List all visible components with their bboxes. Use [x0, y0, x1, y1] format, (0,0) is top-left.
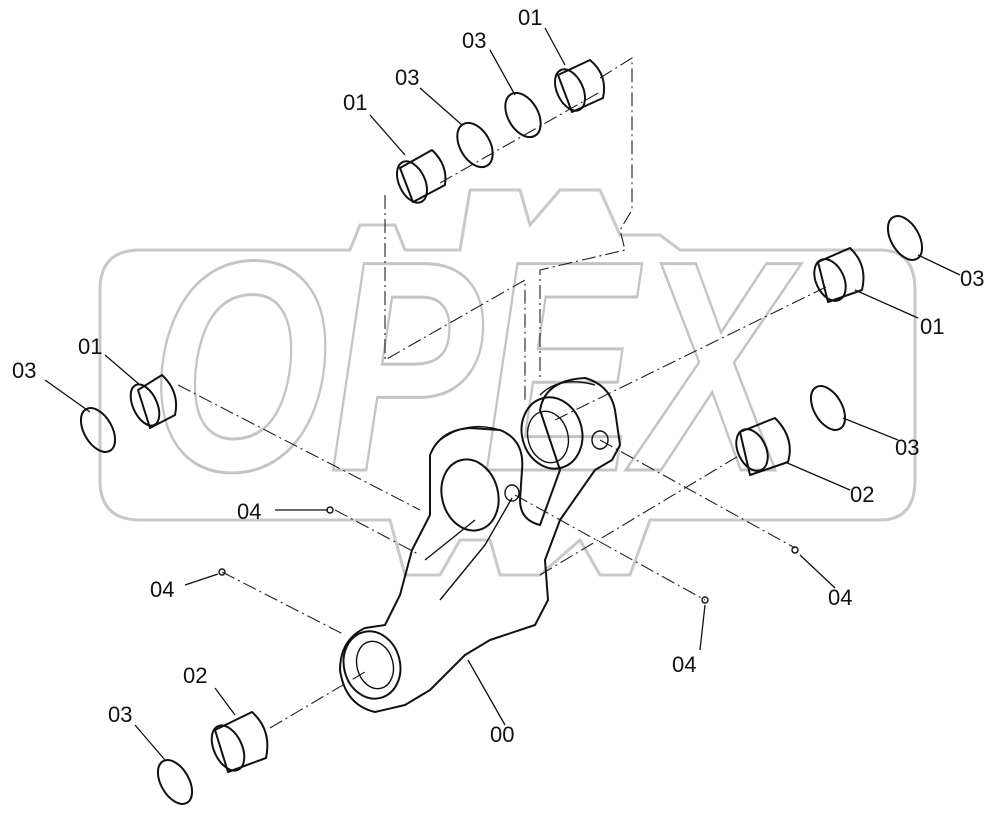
- bushing-02-bottom: [210, 711, 269, 773]
- callout-03-top-mid: 03: [462, 28, 486, 53]
- bushing-01-top-right: [553, 59, 606, 113]
- callout-01-top-left: 01: [343, 90, 367, 115]
- bushings: [129, 59, 865, 773]
- callout-01-left: 01: [78, 334, 102, 359]
- bushing-01-top-left: [395, 149, 447, 204]
- grease-fittings: [218, 506, 799, 604]
- callout-03-left: 03: [12, 358, 36, 383]
- callout-01-right: 01: [920, 314, 944, 339]
- leader-lines: [44, 27, 961, 761]
- bushing-01-left: [129, 374, 178, 429]
- bushing-02-right: [735, 417, 791, 476]
- callout-04-left-lower: 04: [150, 577, 174, 602]
- link-body-part-00: [339, 377, 621, 713]
- callout-02-bottom: 02: [183, 663, 207, 688]
- callout-04-left-upper: 04: [237, 499, 261, 524]
- callout-03-right-top: 03: [960, 266, 984, 291]
- assembly-lines: [177, 57, 831, 729]
- callout-03-top-left: 03: [395, 65, 419, 90]
- callout-labels: 01 03 03 01 03 01 01 03 03 02 04 04 04 0…: [12, 5, 984, 747]
- callout-01-top-right: 01: [518, 5, 542, 30]
- callout-03-bottom: 03: [108, 702, 132, 727]
- callout-02-right: 02: [850, 482, 874, 507]
- watermark: OPEX: [98, 188, 917, 577]
- callout-04-bottom: 04: [672, 652, 696, 677]
- bushing-01-right: [813, 247, 865, 303]
- callout-00-body: 00: [490, 722, 514, 747]
- watermark-text: OPEX: [150, 198, 802, 534]
- callout-04-right: 04: [828, 585, 852, 610]
- callout-03-right-mid: 03: [895, 435, 919, 460]
